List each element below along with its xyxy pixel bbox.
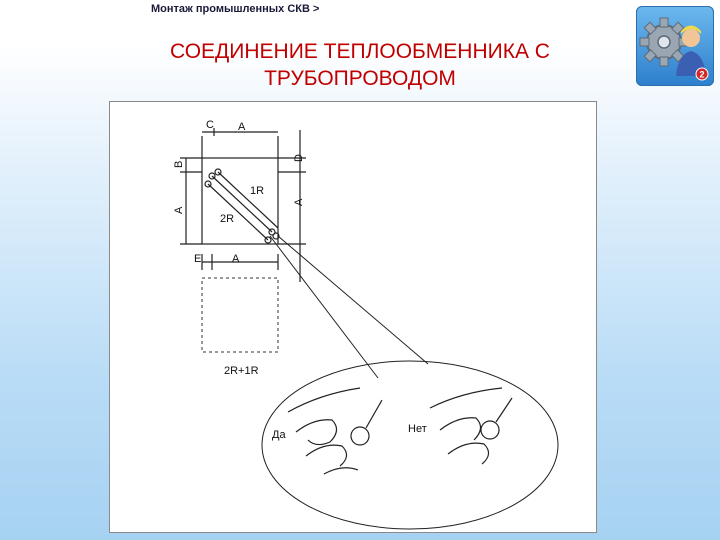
gear-worker-icon: 2: [639, 17, 709, 81]
logo: 2: [636, 6, 714, 86]
title-line-1: СОЕДИНЕНИЕ ТЕПЛООБМЕННИКА С: [170, 40, 550, 63]
coil-label-2r: 2R: [220, 213, 234, 225]
lower-coil-outline: [201, 277, 279, 353]
coil-tubes: [204, 168, 280, 244]
coil-outline: [180, 128, 306, 282]
dim-label-c: C: [206, 119, 214, 131]
title-line-2: ТРУБОПРОВОДОМ: [264, 67, 456, 90]
coil-label-1r: 1R: [250, 185, 264, 197]
logo-badge: 2: [699, 70, 704, 80]
zoom-label-yes: Да: [272, 429, 286, 441]
dim-label-a-top: A: [238, 121, 246, 133]
dim-label-b: B: [173, 161, 185, 168]
breadcrumb: Монтаж промышленных СКВ >: [151, 3, 320, 15]
dim-label-a-right: A: [293, 198, 305, 206]
dim-label-e: E: [194, 253, 201, 265]
bottom-label: 2R+1R: [224, 365, 259, 377]
diagram-figure: C A B D A A E A 1R 2R 2R+1R Да Нет: [109, 101, 597, 533]
heat-exchanger-diagram: C A B D A A E A 1R 2R 2R+1R Да Нет: [173, 119, 559, 530]
dim-label-a-bottom: A: [232, 253, 240, 265]
zoom-lines: [261, 235, 559, 530]
dim-label-a-left: A: [173, 206, 185, 214]
page-title: СОЕДИНЕНИЕ ТЕПЛООБМЕННИКА С ТРУБОПРОВОДО…: [120, 38, 600, 92]
dim-label-d: D: [293, 154, 305, 162]
zoom-label-no: Нет: [408, 423, 427, 435]
zoom-detail: [287, 387, 513, 475]
